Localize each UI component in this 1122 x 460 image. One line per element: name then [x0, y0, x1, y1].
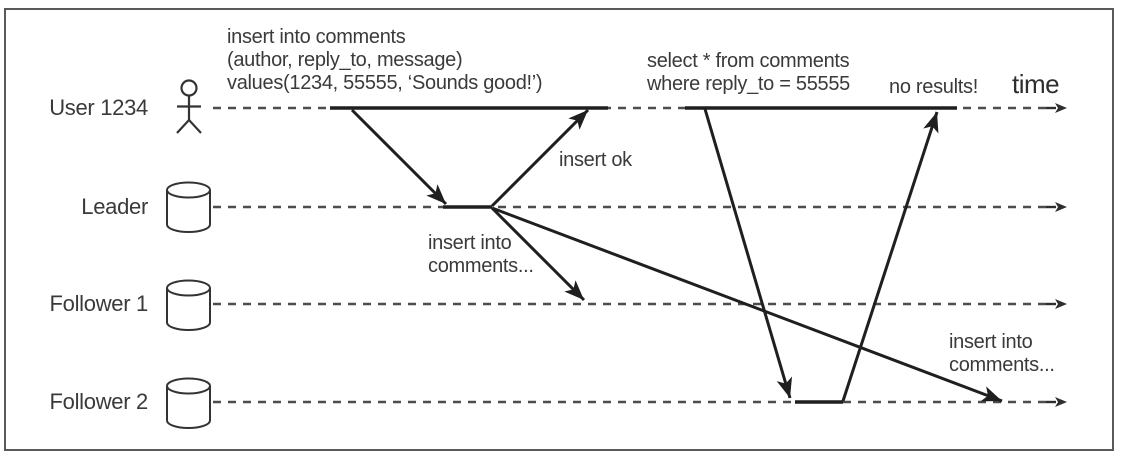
label-replicate-follower-2: insert into comments...	[949, 331, 1055, 376]
actor-label-user: User 1234	[49, 95, 148, 120]
arrow-replicate-follower-2	[491, 206, 1003, 403]
database-icon-leader	[166, 181, 211, 233]
label-insert-ok: insert ok	[559, 149, 632, 171]
label-select-query: select * from comments where reply_to = …	[647, 50, 850, 95]
arrow-select-response	[841, 111, 939, 402]
label-replicate-follower-1: insert into comments...	[428, 232, 534, 277]
actor-label-follower-1: Follower 1	[49, 291, 149, 316]
actor-label-follower-2: Follower 2	[49, 389, 149, 414]
diagram-border	[4, 8, 1114, 451]
time-axis-label: time	[1012, 69, 1060, 99]
arrow-insert-ok	[490, 108, 590, 208]
label-insert-query: insert into comments (author, reply_to, …	[227, 26, 543, 94]
arrow-insert-to-leader	[350, 108, 448, 206]
label-no-results: no results!	[889, 76, 978, 98]
arrow-select-to-follower-2	[703, 108, 793, 399]
actor-label-leader: Leader	[81, 194, 148, 219]
database-icon-follower-2	[166, 377, 211, 429]
person-icon	[176, 79, 202, 134]
arrow-replicate-follower-1	[490, 206, 586, 302]
database-icon-follower-1	[166, 279, 211, 331]
